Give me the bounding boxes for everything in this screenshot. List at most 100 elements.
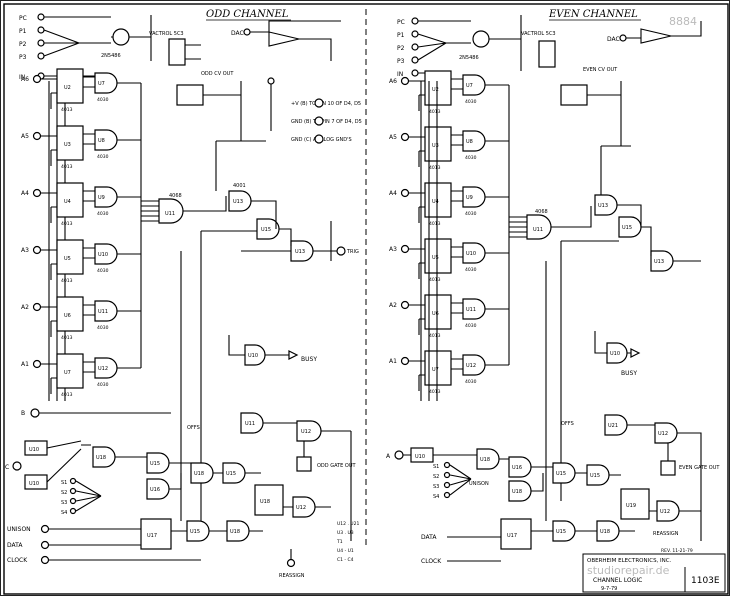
svg-text:U15: U15 [556,529,566,535]
odd-data-input: DATA [7,542,23,549]
even-address-label: A5 [389,134,397,141]
ic-table: U12 . U21 U3 . U3 T1 U4 - U1 C1 - C4 [336,521,359,563]
odd-u11-gate: U11 4068 [141,193,227,224]
svg-text:U16: U16 [512,465,522,471]
even-address-terminal [400,76,410,86]
svg-text:4030: 4030 [97,154,109,160]
svg-text:U15: U15 [622,225,632,231]
odd-note-1: +V (B) TO PIN 10 OF D4, D5 [291,101,361,107]
odd-u11-label: 4068 [169,193,182,199]
odd-input-p2: P2 [19,41,27,48]
svg-text:S2: S2 [433,474,439,480]
even-reassign-label: REASSIGN [653,531,679,537]
odd-busy-block: U10 BUSY [228,335,317,366]
svg-text:4030: 4030 [465,323,477,329]
odd-address-label: A4 [21,190,29,197]
svg-text:U10: U10 [610,351,620,357]
svg-text:U9: U9 [98,195,105,201]
svg-text:U13: U13 [295,249,305,255]
svg-text:U15: U15 [556,471,566,477]
odd-bottom-logic: B U10 U10 C S1 S2 S3 S4 U18 U15 U16 [5,408,261,516]
svg-text:U7: U7 [64,370,71,376]
svg-text:U10: U10 [415,454,425,460]
even-data-input: DATA [421,534,437,541]
svg-text:U12 . U21: U12 . U21 [337,521,359,527]
even-address-terminal [400,300,410,310]
odd-vactrol-label: VACTROL 5C3 [149,31,184,37]
svg-text:U15: U15 [261,227,271,233]
svg-text:U12: U12 [658,431,668,437]
even-dac-label: DAC [607,36,620,43]
svg-text:U18: U18 [260,499,270,505]
odd-flipflop [56,353,84,389]
svg-text:U10: U10 [466,251,476,257]
odd-trig-label: TRIG [346,249,359,255]
svg-text:U4: U4 [64,199,71,205]
svg-text:U8: U8 [98,138,105,144]
svg-text:U12: U12 [98,366,108,372]
even-cv-out-label: EVEN CV OUT [583,67,618,73]
even-input-p3: P3 [397,58,405,65]
even-channel: EVEN CHANNEL 8884 PC P1 P2 P3 IN 2N5486 … [386,9,726,593]
svg-text:U3 . U3: U3 . U3 [337,530,354,536]
svg-text:U13: U13 [233,199,243,205]
even-vactrol-block: 2N5486 VACTROL 5C3 DAC EVEN CV OUT [459,15,702,201]
svg-text:4030: 4030 [465,155,477,161]
svg-text:4001: 4001 [233,183,246,189]
even-compare-gate [462,242,486,264]
even-compare-gate [462,130,486,152]
odd-input-p3: P3 [19,54,27,61]
svg-text:4013: 4013 [429,109,441,115]
svg-text:U2: U2 [64,85,71,91]
svg-text:4030: 4030 [97,268,109,274]
svg-text:U21: U21 [608,423,618,429]
even-bus-inputs: DATA CLOCK U17 U15 U18 U19 U12 REASSIGN [421,488,701,565]
even-address-terminal [400,188,410,198]
svg-text:U15: U15 [590,473,600,479]
odd-input-terminals: PC P1 P2 P3 IN [19,13,111,81]
svg-text:U13: U13 [598,203,608,209]
even-address-label: A2 [389,302,397,309]
svg-text:U3: U3 [64,142,71,148]
even-switch-bank: S1 S2 S3 S4 [433,461,472,500]
odd-gate-out-block: U11 U12 ODD GATE OUT OFFS [187,412,357,541]
drawing-title: CHANNEL LOGIC [593,577,642,584]
even-address-terminal [400,356,410,366]
odd-compare-gate [94,186,118,208]
svg-text:U11: U11 [165,211,175,217]
svg-text:U11: U11 [98,309,108,315]
even-address-label: A1 [389,358,397,365]
svg-text:4030: 4030 [465,211,477,217]
svg-text:U10: U10 [98,252,108,258]
even-address-label: A4 [389,190,397,197]
even-a-input: A [386,453,391,460]
even-address-label: A3 [389,246,397,253]
odd-address-label: A3 [21,247,29,254]
svg-text:U16: U16 [150,487,160,493]
svg-text:U12: U12 [301,429,311,435]
odd-note-2: GND (B) TO PIN 7 OF D4, D5 [291,119,362,125]
even-gate-out-block: U21 U12 EVEN GATE OUT OFFS [561,414,720,541]
odd-address-terminal [32,245,42,255]
svg-text:U7: U7 [432,367,439,373]
even-compare-gate [462,298,486,320]
drawing-date: 9-7-79 [601,586,617,592]
svg-text:U6: U6 [432,311,439,317]
even-clock-input: CLOCK [421,558,442,565]
odd-address-terminal [32,188,42,198]
odd-address-terminal [32,359,42,369]
even-offs-label: OFFS [561,421,574,427]
svg-text:4013: 4013 [429,333,441,339]
svg-text:U15: U15 [190,529,200,535]
odd-compare-gate [94,357,118,379]
even-input-pc: PC [397,19,405,26]
even-vactrol-label: VACTROL 5C3 [521,31,556,37]
even-input-p1: P1 [397,32,405,39]
svg-text:U4: U4 [432,199,439,205]
